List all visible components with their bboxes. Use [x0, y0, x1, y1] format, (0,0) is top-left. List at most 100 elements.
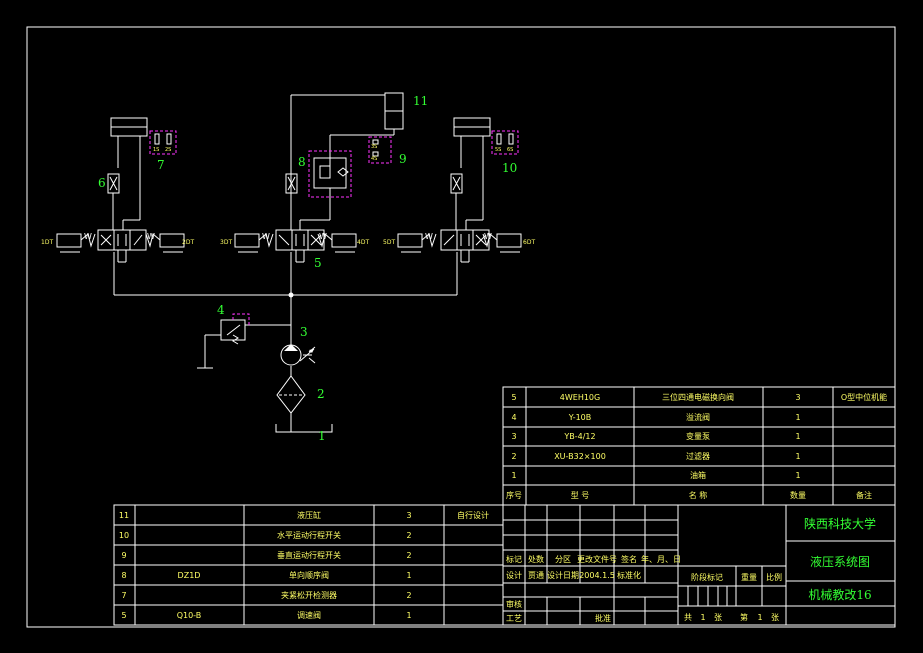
- bom-lower-qty: 2: [406, 531, 411, 540]
- switch-mark-1s: 1S: [153, 147, 159, 153]
- bom-lower-no: 10: [119, 531, 129, 540]
- variable-pump-symbol: [280, 344, 316, 366]
- switch-mark-2s: 2S: [165, 147, 171, 153]
- bom-header-code: 型 号: [571, 491, 590, 500]
- school-name: 陕西科技大学: [804, 516, 876, 531]
- bom-lower-no: 9: [121, 551, 126, 560]
- callout-5: 5: [314, 256, 322, 270]
- drawing-number: 机械教改16: [808, 587, 871, 602]
- bom-upper-texts: 5 4WEH10G 三位四通电磁换向阀 3 O型中位机能 4 Y-10B 溢流阀…: [506, 392, 887, 500]
- bom-lower-name: 单向顺序阀: [289, 570, 329, 580]
- tb-sheet-suffix: 张: [771, 613, 779, 622]
- bom-upper-no: 4: [511, 413, 516, 422]
- switch-mark-6s: 6S: [507, 147, 513, 153]
- bom-lower-code: Q10-B: [177, 611, 202, 620]
- switch-mark-5s: 5S: [495, 147, 501, 153]
- bom-lower-name: 液压缸: [297, 510, 321, 520]
- solenoid-label-6dt: 6DT: [523, 239, 535, 246]
- tb-design-date: 2004.1.5: [579, 571, 615, 580]
- left-branch: [56, 117, 185, 263]
- tb-mark: 标记: [506, 554, 522, 564]
- tb-sign: 签名: [621, 554, 637, 564]
- bom-upper-qty: 1: [795, 432, 800, 441]
- bom-lower-name: 水平运动行程开关: [277, 530, 341, 540]
- callout-8: 8: [298, 155, 306, 169]
- bom-upper-no: 2: [511, 452, 516, 461]
- bom-lower-code: DZ1D: [178, 571, 201, 580]
- bom-lower-no: 5: [121, 611, 126, 620]
- bom-lower-no: 11: [119, 511, 129, 520]
- tb-count: 处数: [528, 554, 544, 564]
- bom-lower-no: 7: [121, 591, 126, 600]
- solenoid-label-2dt: 2DT: [182, 239, 194, 246]
- bom-upper-qty: 1: [795, 413, 800, 422]
- bom-upper-qty: 1: [795, 452, 800, 461]
- bom-upper-table: [502, 386, 896, 506]
- tank-symbol: [275, 424, 333, 433]
- tb-change-doc: 更改文件号: [577, 554, 617, 564]
- bom-lower-note: 自行设计: [457, 510, 489, 520]
- callout-11: 11: [413, 94, 428, 108]
- tb-sheet-prefix: 第: [740, 612, 748, 622]
- svg-text:W: W: [147, 232, 155, 241]
- hydraulic-circuit: 1DT 2DT 3DT 4DT 5DT 6DT 1S 2S 3S 4S 5S 6…: [41, 92, 535, 443]
- valve-w-glyphs: W W W W W W: [84, 232, 492, 241]
- svg-text:W: W: [425, 232, 433, 241]
- bom-upper-no: 1: [511, 471, 516, 480]
- tb-zone: 分区: [555, 555, 571, 564]
- svg-text:W: W: [484, 232, 492, 241]
- sheet-outer-border: [26, 26, 896, 628]
- tb-stage: 阶段标记: [691, 572, 723, 582]
- bom-upper-code: XU-B32×100: [554, 452, 606, 461]
- switch-mark-4s: 4S: [371, 156, 377, 162]
- title-block-grid: [502, 504, 896, 626]
- bom-upper-no: 5: [511, 393, 516, 402]
- callout-7: 7: [157, 158, 165, 172]
- bom-upper-code: 4WEH10G: [560, 393, 600, 402]
- solenoid-label-4dt: 4DT: [357, 239, 369, 246]
- bom-header-note: 备注: [856, 490, 872, 500]
- callout-6: 6: [98, 176, 106, 190]
- bom-upper-code: YB-4/12: [563, 432, 595, 441]
- bom-lower-table: [113, 504, 504, 626]
- relief-valve-symbol: [197, 313, 291, 369]
- bom-lower-name: 调速阀: [297, 611, 321, 620]
- bom-upper-name: 变量泵: [686, 431, 710, 441]
- switch-mark-3s: 3S: [371, 144, 377, 150]
- bom-header-qty: 数量: [790, 490, 806, 500]
- bom-header-no: 序号: [506, 490, 522, 500]
- tb-process: 工艺: [506, 614, 522, 623]
- tb-review: 审核: [506, 599, 522, 609]
- svg-text:W: W: [84, 232, 92, 241]
- solenoid-label-1dt: 1DT: [41, 239, 53, 246]
- tb-total-suffix: 张: [714, 613, 722, 622]
- bom-upper-code: Y-10B: [568, 413, 592, 422]
- svg-text:W: W: [262, 232, 270, 241]
- bom-upper-qty: 3: [795, 393, 800, 402]
- tb-total-prefix: 共: [684, 613, 692, 622]
- callout-1: 1: [318, 429, 326, 443]
- callout-9: 9: [399, 152, 407, 166]
- bom-upper-name: 油箱: [690, 470, 706, 480]
- bom-lower-texts: 11 液压缸 3 自行设计 10 水平运动行程开关 2 9 垂直运动行程开关 2…: [119, 510, 489, 620]
- bom-lower-qty: 2: [406, 591, 411, 600]
- svg-text:W: W: [319, 232, 327, 241]
- tb-approve: 批准: [595, 613, 611, 623]
- bom-upper-note: O型中位机能: [841, 392, 887, 402]
- middle-branch: [234, 92, 404, 263]
- callout-4: 4: [217, 303, 225, 317]
- bom-lower-name: 夹紧松开检测器: [281, 590, 337, 600]
- bom-upper-name: 过滤器: [686, 451, 710, 461]
- tb-design: 设计: [506, 570, 522, 580]
- solenoid-label-5dt: 5DT: [383, 239, 395, 246]
- tb-sheet-num: 1: [757, 613, 762, 622]
- bom-lower-qty: 1: [406, 571, 411, 580]
- callout-10: 10: [502, 161, 517, 175]
- tb-designer-name: 贾通: [528, 570, 544, 580]
- right-branch: [397, 117, 522, 263]
- tb-design-date-label: 设计日期: [547, 570, 579, 580]
- filter-symbol: [276, 375, 306, 414]
- bom-upper-qty: 1: [795, 471, 800, 480]
- bom-lower-no: 8: [121, 571, 126, 580]
